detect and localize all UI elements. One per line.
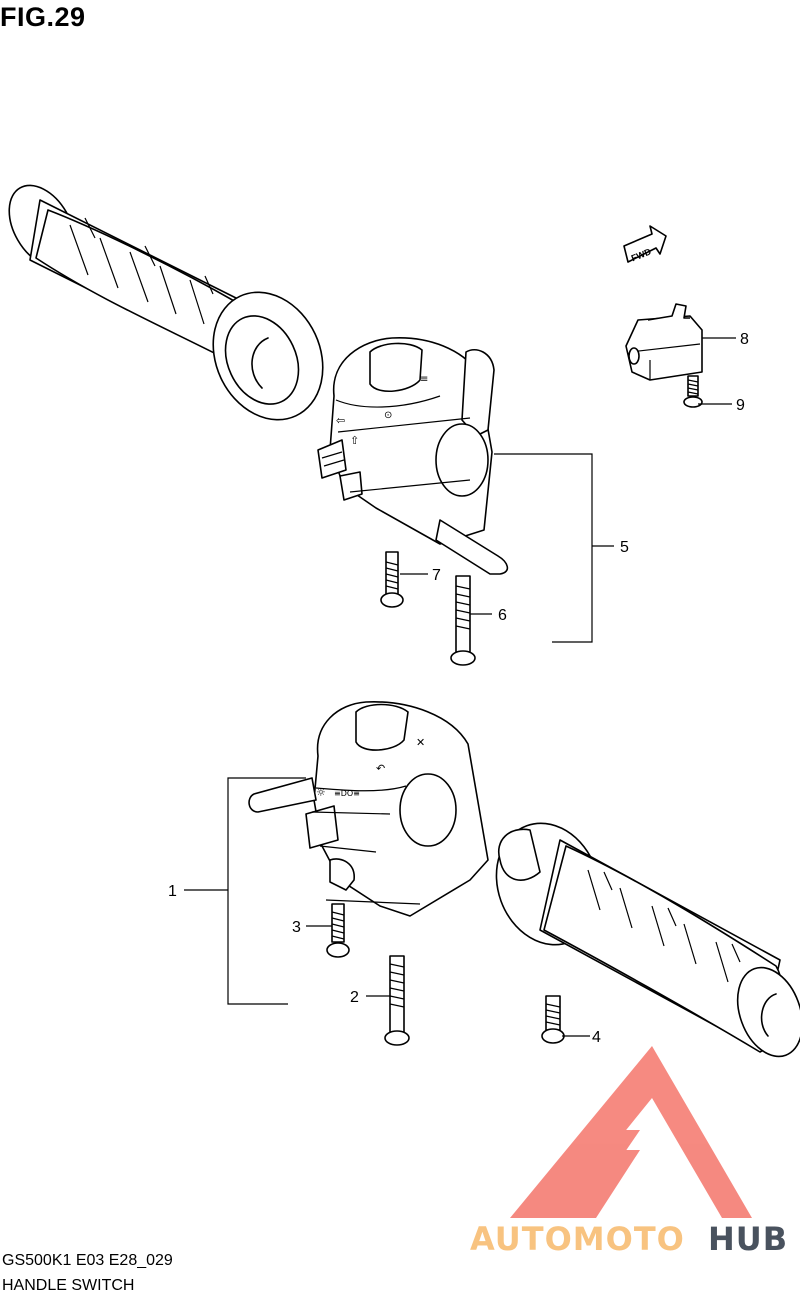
watermark-text-b: HUB xyxy=(708,1220,788,1258)
svg-text:≡: ≡ xyxy=(420,374,428,385)
part-7-bolt xyxy=(380,551,404,608)
right-grip xyxy=(495,822,800,1058)
footer-code: GS500K1 E03 E28_029 xyxy=(2,1252,173,1269)
svg-text:≡DO≡: ≡DO≡ xyxy=(334,789,360,798)
callout-7: 7 xyxy=(432,567,441,584)
watermark-text-a: AUTOMOTO xyxy=(470,1220,685,1258)
callout-3: 3 xyxy=(292,919,301,936)
figure-title: FIG.29 xyxy=(0,2,86,32)
callout-labels: 1 2 3 4 5 6 7 8 9 xyxy=(168,331,749,1046)
part-5-left-switch: ⊙ ≡ ⇦ ⇧ xyxy=(317,337,509,575)
leaders-upper xyxy=(400,337,736,643)
svg-text:⊙: ⊙ xyxy=(384,410,392,421)
part-8-switch xyxy=(625,303,703,381)
callout-9: 9 xyxy=(736,397,745,414)
leaders-lower xyxy=(184,777,590,1037)
fwd-arrow: FWD xyxy=(623,225,667,263)
left-grip xyxy=(8,184,324,421)
footer-name: HANDLE SWITCH xyxy=(2,1277,135,1294)
part-6-bolt xyxy=(450,575,476,666)
callout-1: 1 xyxy=(168,883,177,900)
part-4-bolt xyxy=(541,995,565,1044)
callout-4: 4 xyxy=(592,1029,601,1046)
part-1-right-switch: ☼ ≡DO≡ ↶ ✕ xyxy=(248,701,489,917)
callout-8: 8 xyxy=(740,331,749,348)
watermark-logo: AUTOMOTO HUB xyxy=(470,1046,788,1258)
part-9-screw xyxy=(683,375,703,408)
callout-5: 5 xyxy=(620,539,629,556)
part-3-bolt xyxy=(326,903,350,958)
callout-6: 6 xyxy=(498,607,507,624)
svg-text:✕: ✕ xyxy=(416,736,425,749)
svg-text:⇧: ⇧ xyxy=(350,434,359,447)
part-2-bolt xyxy=(384,955,410,1046)
svg-text:⇦: ⇦ xyxy=(336,414,345,427)
callout-2: 2 xyxy=(350,989,359,1006)
svg-text:↶: ↶ xyxy=(376,762,385,775)
svg-text:☼: ☼ xyxy=(316,786,326,799)
